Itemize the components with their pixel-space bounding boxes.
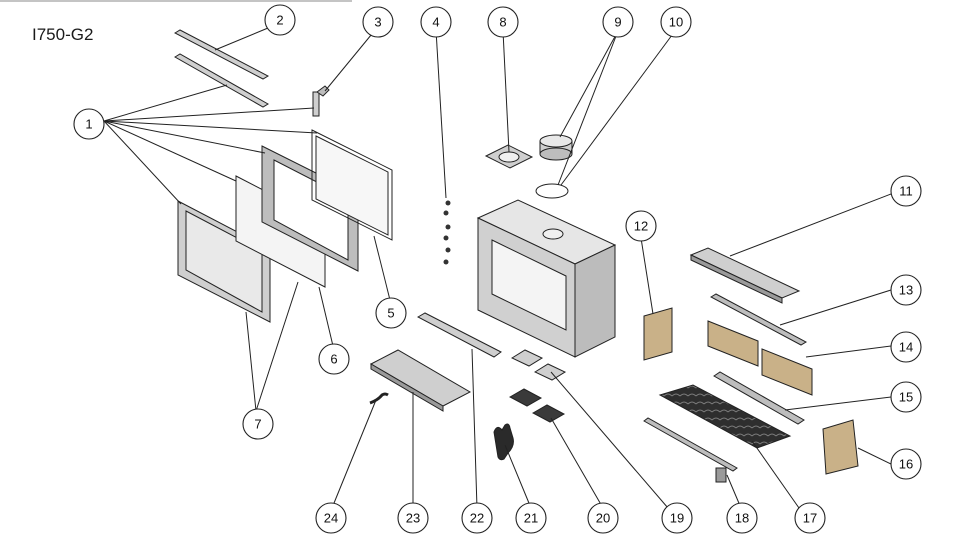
svg-text:12: 12 bbox=[634, 219, 648, 234]
part-10-ring bbox=[535, 183, 569, 199]
leader-lines bbox=[103, 27, 892, 509]
callout-11: 11 bbox=[890, 175, 922, 207]
callout-15: 15 bbox=[890, 381, 922, 413]
callout-3: 3 bbox=[362, 6, 394, 38]
part-19-plates bbox=[510, 349, 567, 381]
svg-text:21: 21 bbox=[524, 511, 538, 526]
callout-12: 12 bbox=[625, 210, 657, 242]
callout-17: 17 bbox=[794, 502, 826, 534]
part-13-rail bbox=[709, 293, 808, 346]
svg-text:19: 19 bbox=[670, 511, 684, 526]
firebox-body bbox=[476, 199, 617, 358]
model-label: I750-G2 bbox=[32, 25, 94, 44]
svg-text:18: 18 bbox=[735, 511, 749, 526]
callout-6: 6 bbox=[318, 343, 350, 375]
callout-24: 24 bbox=[315, 502, 347, 534]
svg-text:8: 8 bbox=[499, 15, 506, 30]
svg-text:1: 1 bbox=[85, 117, 92, 132]
svg-text:23: 23 bbox=[406, 511, 420, 526]
svg-text:16: 16 bbox=[899, 457, 913, 472]
svg-text:11: 11 bbox=[899, 184, 913, 199]
svg-text:6: 6 bbox=[330, 352, 337, 367]
part-18-firebar bbox=[643, 417, 738, 483]
svg-text:13: 13 bbox=[899, 283, 913, 298]
part-9-collar bbox=[539, 134, 573, 161]
part-3-bracket bbox=[312, 85, 330, 117]
callout-7: 7 bbox=[242, 408, 274, 440]
part-23-ashpan bbox=[369, 349, 472, 412]
part-12-brick bbox=[643, 307, 673, 361]
svg-text:17: 17 bbox=[803, 511, 817, 526]
part-7-door bbox=[177, 200, 271, 323]
part-24-tool bbox=[369, 392, 389, 405]
svg-text:20: 20 bbox=[596, 511, 610, 526]
svg-text:14: 14 bbox=[899, 340, 913, 355]
callout-10: 10 bbox=[660, 6, 692, 38]
svg-text:24: 24 bbox=[324, 511, 338, 526]
svg-text:5: 5 bbox=[387, 306, 394, 321]
svg-text:4: 4 bbox=[432, 15, 439, 30]
callout-18: 18 bbox=[726, 502, 758, 534]
part-17-grate bbox=[658, 384, 792, 449]
part-16-brick bbox=[822, 419, 859, 475]
part-20-plates bbox=[508, 388, 566, 423]
callout-21: 21 bbox=[515, 502, 547, 534]
callout-4: 4 bbox=[420, 6, 452, 38]
part-22-channel bbox=[416, 312, 502, 358]
callout-13: 13 bbox=[890, 274, 922, 306]
callout-9: 9 bbox=[602, 6, 634, 38]
callout-20: 20 bbox=[587, 502, 619, 534]
callout-14: 14 bbox=[890, 331, 922, 363]
part-21-glove bbox=[493, 423, 514, 461]
part-14-bricks bbox=[707, 320, 813, 396]
svg-text:9: 9 bbox=[614, 15, 621, 30]
callout-5: 5 bbox=[375, 297, 407, 329]
svg-text:22: 22 bbox=[470, 511, 484, 526]
part-2-rails bbox=[173, 29, 270, 108]
callout-22: 22 bbox=[461, 502, 493, 534]
part-5-gasket bbox=[311, 129, 393, 241]
part-15-rail bbox=[713, 371, 805, 425]
svg-text:2: 2 bbox=[276, 13, 283, 28]
svg-text:3: 3 bbox=[374, 15, 381, 30]
callout-19: 19 bbox=[661, 502, 693, 534]
callout-23: 23 bbox=[397, 502, 429, 534]
svg-text:7: 7 bbox=[254, 417, 261, 432]
part-4-screws bbox=[443, 200, 451, 265]
svg-text:15: 15 bbox=[899, 390, 913, 405]
callout-1: 1 bbox=[73, 108, 105, 140]
callout-16: 16 bbox=[890, 448, 922, 480]
callout-2: 2 bbox=[264, 4, 296, 36]
callout-8: 8 bbox=[487, 6, 519, 38]
part-11-baffle bbox=[689, 247, 801, 304]
svg-text:10: 10 bbox=[669, 15, 683, 30]
